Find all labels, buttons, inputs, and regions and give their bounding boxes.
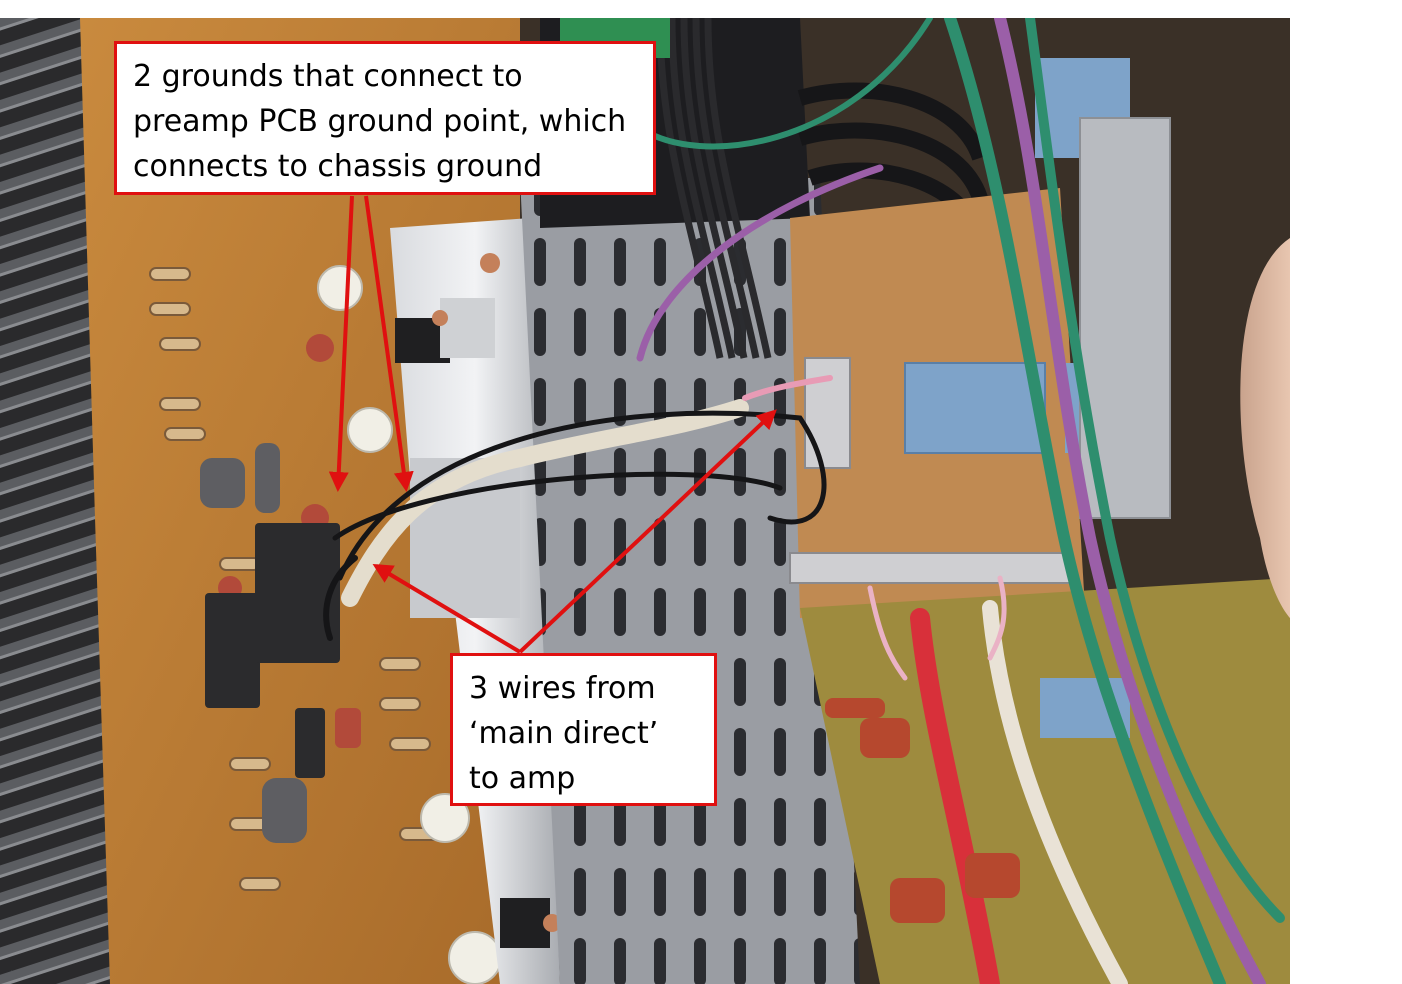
grounds-callout-line-3: connects to chassis ground	[133, 149, 543, 184]
grounds-callout: 2 grounds that connect to preamp PCB gro…	[114, 41, 656, 195]
wires-callout-line-3: to amp	[469, 761, 576, 796]
wires-callout-line-2: ‘main direct’	[469, 716, 659, 751]
wires-callout: 3 wires from ‘main direct’ to amp	[450, 653, 717, 806]
wires-callout-line-1: 3 wires from	[469, 671, 656, 706]
grounds-callout-line-2: preamp PCB ground point, which	[133, 104, 627, 139]
grounds-callout-line-1: 2 grounds that connect to	[133, 59, 523, 94]
